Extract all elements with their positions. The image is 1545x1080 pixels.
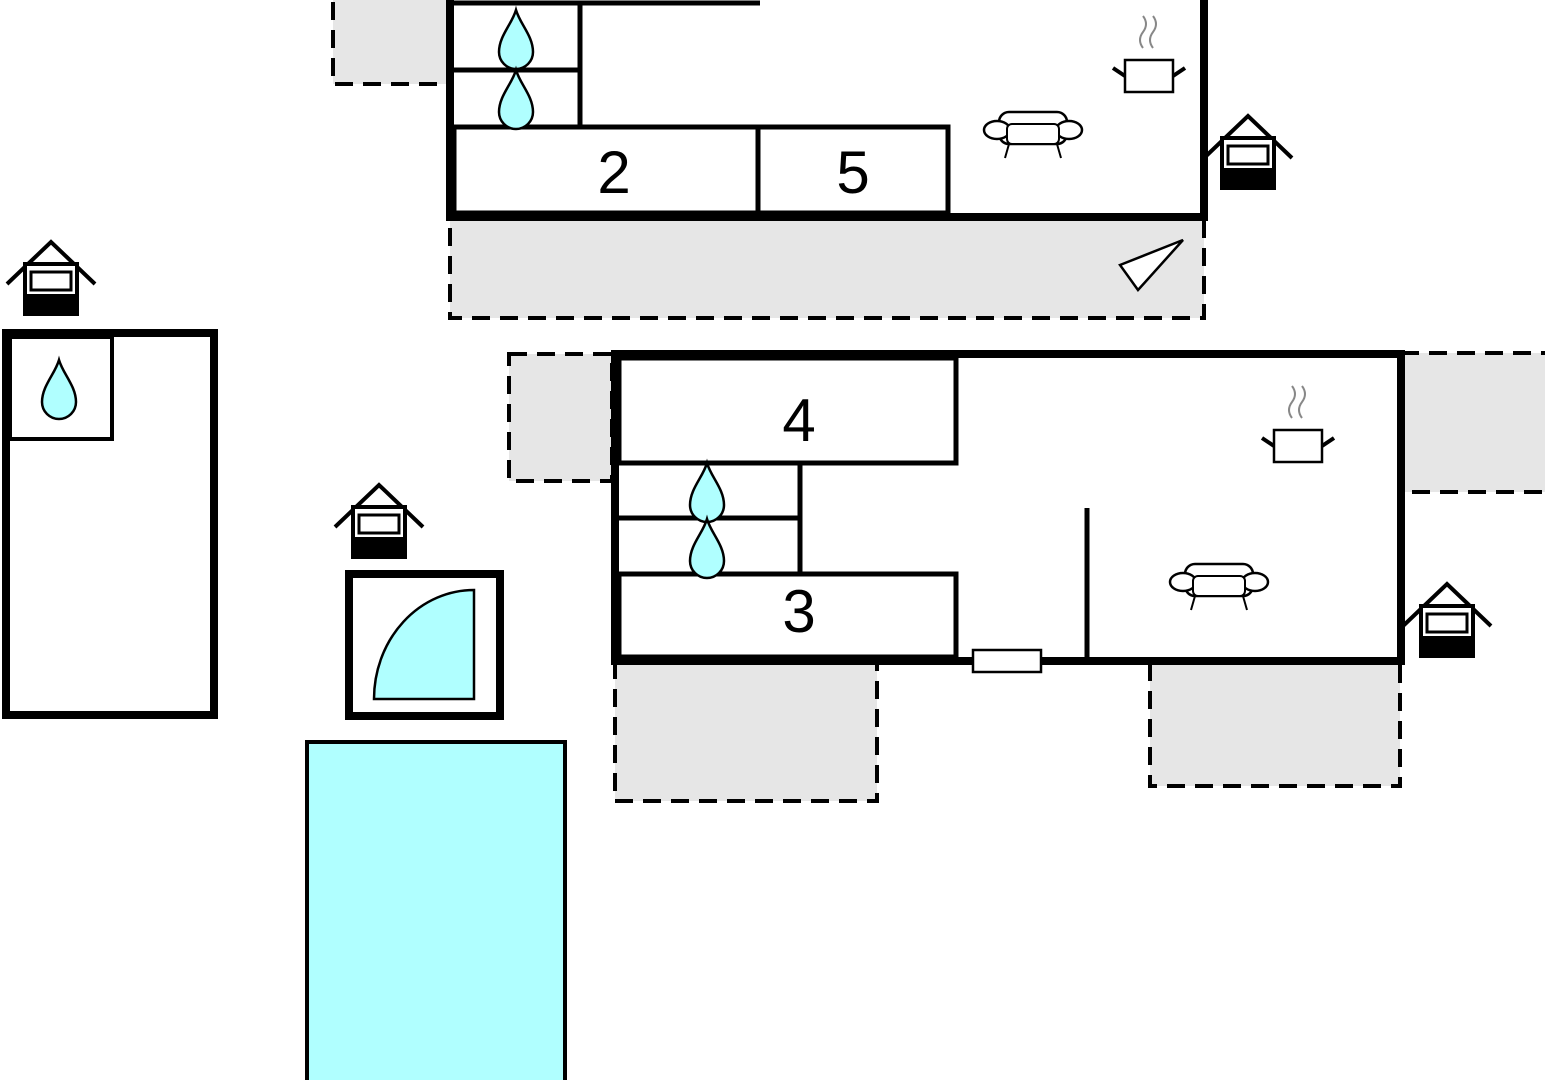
upper-building: 2 5 <box>446 0 1208 221</box>
room-label-3: 3 <box>782 578 815 645</box>
terrace-lower-bottom-left <box>613 661 879 803</box>
room-4 <box>616 355 959 466</box>
terrace-upper-bottom <box>448 216 1206 320</box>
window-icon <box>971 648 1043 674</box>
shower-icon <box>372 588 476 701</box>
room-label-2: 2 <box>597 139 630 206</box>
entrance-house-icon <box>1202 114 1294 190</box>
terrace-lower-bottom-right <box>1148 661 1402 788</box>
terrace-upper-left <box>331 0 452 86</box>
room-5 <box>755 124 951 216</box>
entrance-house-icon <box>5 240 97 316</box>
room-3 <box>616 571 959 660</box>
room-label-5: 5 <box>836 139 869 206</box>
terrace-lower-left <box>507 352 614 483</box>
entrance-house-icon <box>333 483 425 559</box>
lower-building: 4 3 <box>611 350 1405 674</box>
swimming-pool <box>305 740 567 1080</box>
entrance-house-icon <box>1401 582 1493 658</box>
room-label-4: 4 <box>782 387 815 454</box>
compass-arrow-icon <box>1118 238 1184 292</box>
terrace-lower-right <box>1399 351 1545 494</box>
